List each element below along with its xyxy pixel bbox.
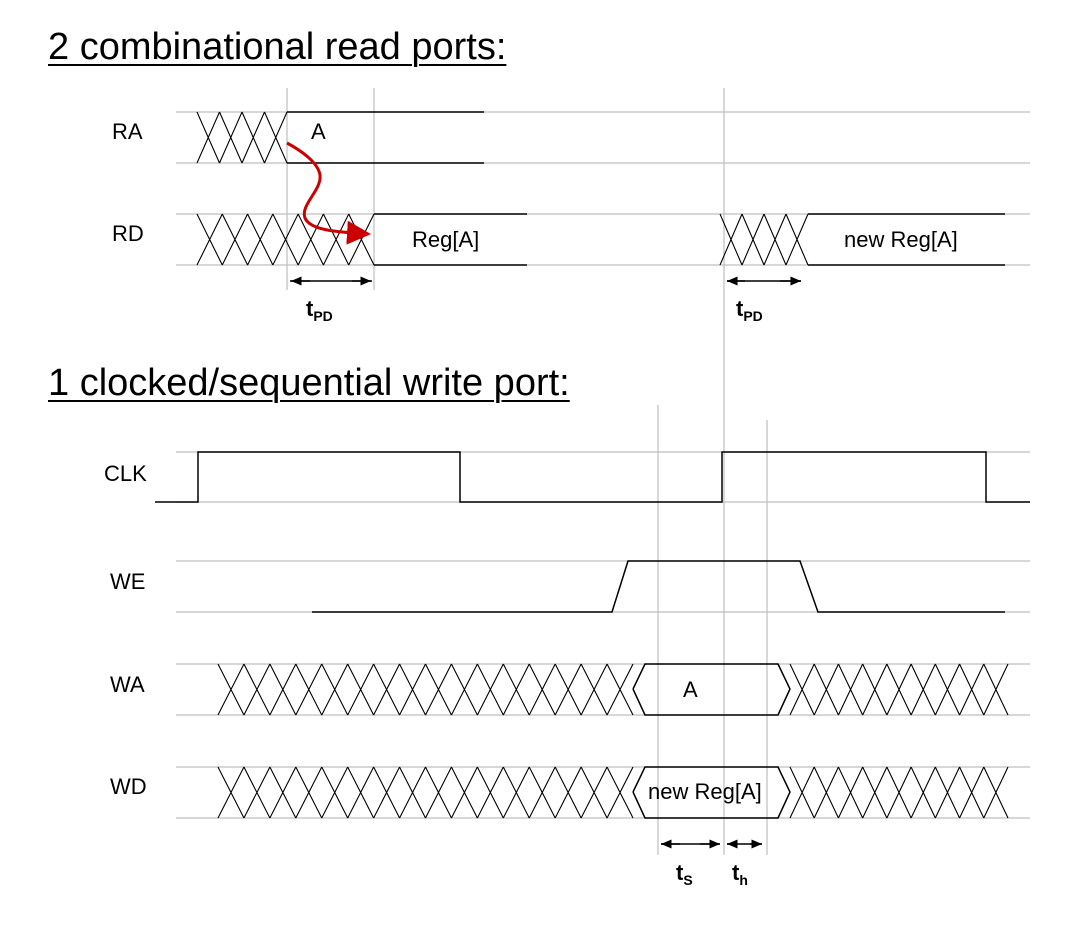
propagation-arrow (286, 141, 371, 245)
hatch-region (217, 766, 634, 819)
tpd-label-1: tPD (306, 296, 333, 324)
hatch-region (789, 766, 1009, 819)
ts-label: tS (676, 860, 693, 888)
signal-label-we: WE (110, 569, 145, 594)
rd-value: Reg[A] (412, 227, 479, 252)
hatched-regions (196, 111, 1009, 819)
th-label: th (732, 860, 748, 888)
tpd-label-2: tPD (736, 296, 763, 324)
wa-waveform (632, 663, 791, 716)
grid-lines (176, 88, 1030, 855)
signal-label-wa: WA (110, 672, 145, 697)
clk-waveform (155, 451, 1030, 503)
hatch-region (196, 213, 375, 266)
hatch-region (789, 663, 1009, 716)
wd-value: new Reg[A] (648, 779, 762, 804)
signal-label-wd: WD (110, 774, 147, 799)
timing-arrows (290, 276, 801, 849)
we-waveform (312, 560, 1005, 613)
hatch-region (217, 663, 634, 716)
write-port-title: 1 clocked/sequential write port: (48, 362, 570, 404)
read-ports-title: 2 combinational read ports: (48, 26, 507, 68)
signal-label-clk: CLK (104, 461, 147, 486)
hatch-region (719, 213, 809, 266)
ra-value: A (311, 119, 326, 144)
wd-waveform (632, 766, 791, 819)
waveforms (155, 111, 1030, 819)
hatch-region (196, 111, 288, 164)
rd-new-value: new Reg[A] (844, 227, 958, 252)
signal-label-ra: RA (112, 119, 143, 144)
signal-label-rd: RD (112, 221, 144, 246)
wa-value: A (683, 677, 698, 702)
